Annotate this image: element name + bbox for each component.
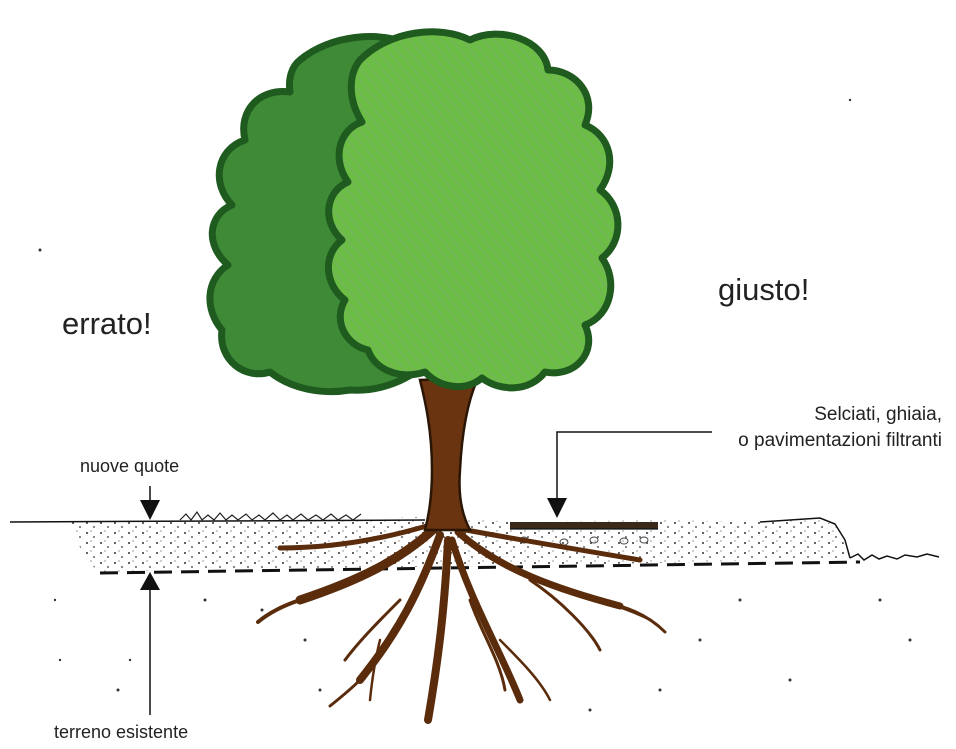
right-label: giusto! bbox=[718, 272, 810, 307]
wrong-label: errato! bbox=[62, 306, 152, 341]
arrow-new-levels bbox=[140, 486, 160, 520]
existing-ground-label: terreno esistente bbox=[54, 722, 189, 742]
canopy-light-half bbox=[324, 28, 622, 392]
tree-roots bbox=[256, 522, 667, 724]
existing-ground-line bbox=[99, 560, 861, 575]
soil-specks bbox=[38, 98, 912, 712]
arrow-paving bbox=[547, 431, 712, 518]
paving-label: Selciati, ghiaia, o pavimentazioni filtr… bbox=[738, 402, 942, 454]
tree-trunk bbox=[418, 376, 480, 532]
new-levels-label: nuove quote bbox=[80, 456, 180, 476]
arrow-existing-ground bbox=[140, 572, 160, 715]
paving-label-line-1: Selciati, ghiaia, bbox=[814, 404, 942, 425]
paving-label-line-2: o pavimentazioni filtranti bbox=[738, 430, 942, 451]
fill-soil-layer bbox=[9, 510, 940, 572]
